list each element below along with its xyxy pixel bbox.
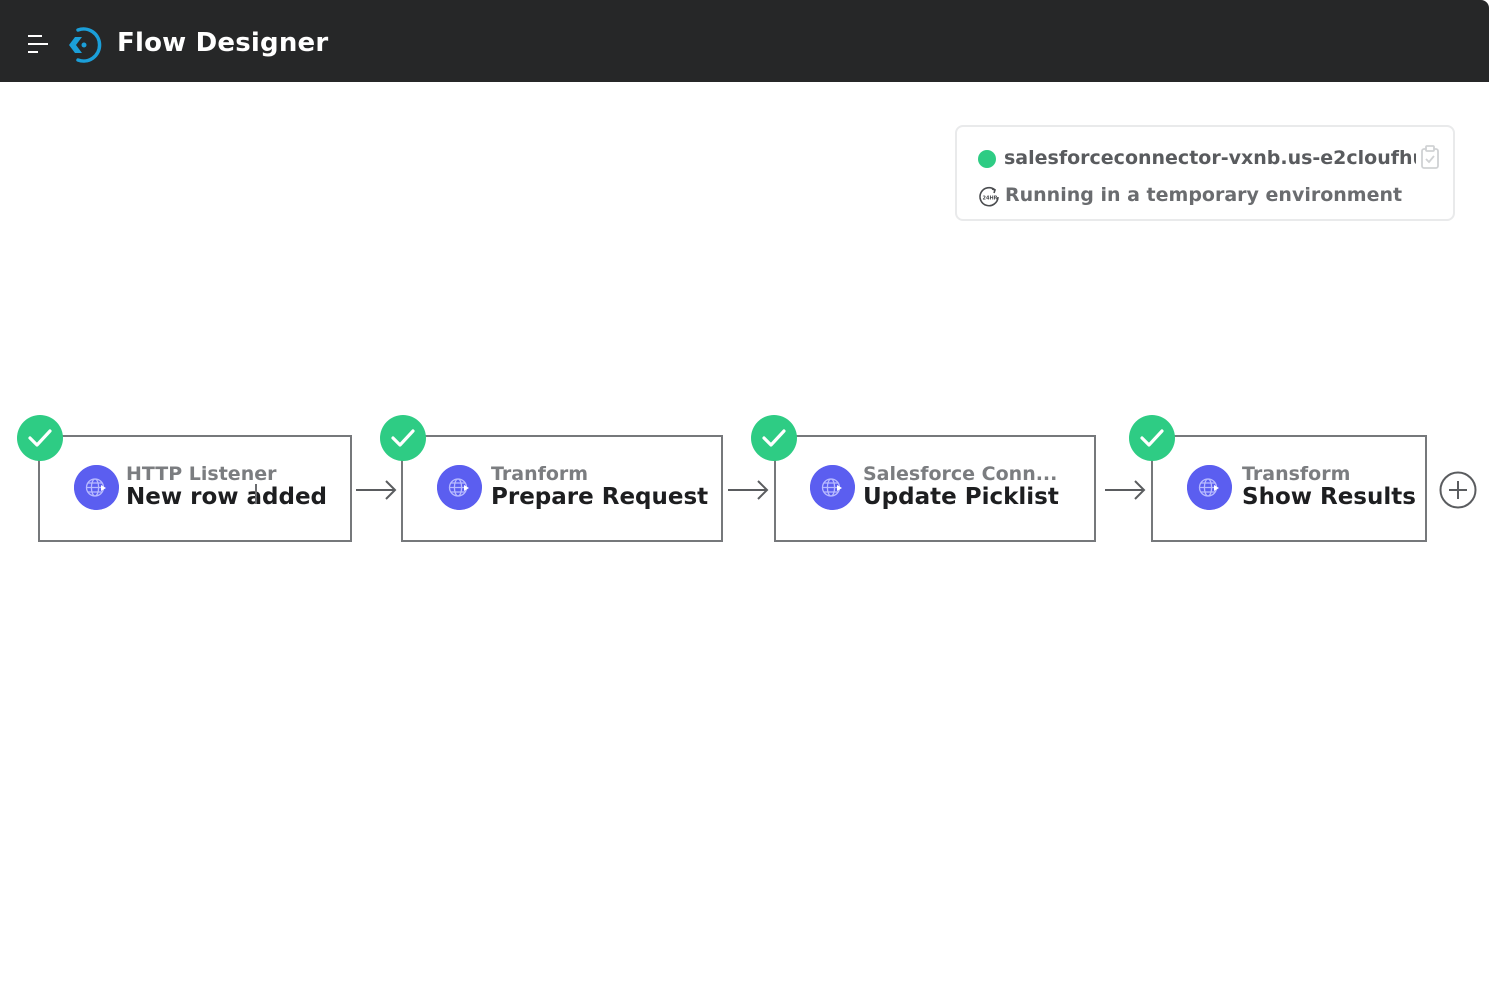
step-type-label: HTTP Listener bbox=[126, 463, 277, 485]
flow-step-transform-results[interactable]: Transform Show Results bbox=[1151, 435, 1427, 542]
globe-icon bbox=[810, 465, 855, 510]
app-header: Flow Designer bbox=[0, 0, 1489, 82]
step-type-label: Salesforce Conn... bbox=[863, 463, 1058, 485]
environment-url: salesforceconnector-vxnb.us-e2cloufhu... bbox=[1004, 147, 1416, 169]
success-check-icon bbox=[1129, 415, 1175, 461]
flow-step-http-listener[interactable]: HTTP Listener New row added bbox=[38, 435, 352, 542]
app-title: Flow Designer bbox=[117, 28, 329, 58]
add-step-button[interactable] bbox=[1439, 471, 1477, 509]
arrow-right-icon bbox=[1105, 480, 1146, 500]
copy-icon[interactable] bbox=[1419, 144, 1441, 170]
arrow-right-icon bbox=[356, 480, 397, 500]
temporary-environment-icon: 24HR bbox=[979, 186, 999, 207]
step-type-label: Transform bbox=[1242, 463, 1351, 485]
status-indicator bbox=[978, 150, 996, 168]
step-type-label: Tranform bbox=[491, 463, 589, 485]
flow-step-salesforce-connector[interactable]: Salesforce Conn... Update Picklist bbox=[774, 435, 1096, 542]
globe-icon bbox=[1187, 465, 1232, 510]
success-check-icon bbox=[17, 415, 63, 461]
flow-designer-logo-icon bbox=[69, 27, 102, 63]
globe-icon bbox=[437, 465, 482, 510]
environment-status: Running in a temporary environment bbox=[1005, 184, 1403, 206]
flow-step-transform-prepare[interactable]: Tranform Prepare Request bbox=[401, 435, 723, 542]
flow-canvas bbox=[0, 82, 1490, 1004]
success-check-icon bbox=[380, 415, 426, 461]
hamburger-menu-icon[interactable] bbox=[28, 33, 50, 55]
step-name-label: New row added bbox=[126, 484, 328, 510]
globe-icon bbox=[74, 465, 119, 510]
text-cursor bbox=[255, 484, 257, 504]
step-name-label: Show Results bbox=[1242, 484, 1416, 510]
svg-text:24HR: 24HR bbox=[983, 196, 998, 202]
step-name-label: Prepare Request bbox=[491, 484, 709, 510]
arrow-right-icon bbox=[728, 480, 769, 500]
success-check-icon bbox=[751, 415, 797, 461]
step-name-label: Update Picklist bbox=[863, 484, 1059, 510]
environment-card: salesforceconnector-vxnb.us-e2cloufhu...… bbox=[955, 125, 1455, 221]
